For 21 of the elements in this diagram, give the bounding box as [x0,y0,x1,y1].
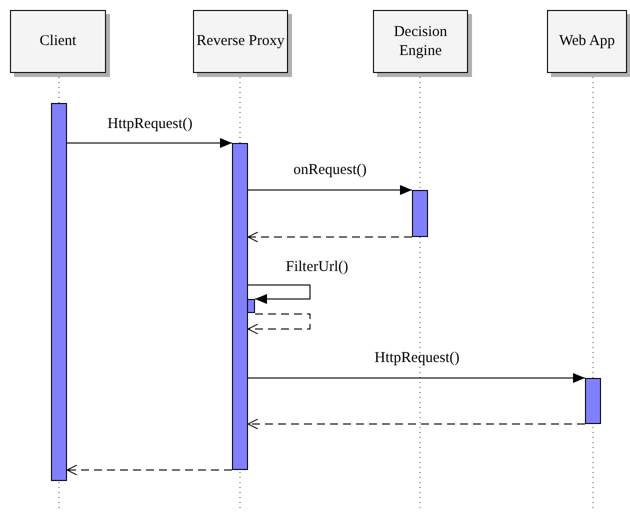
message-arrow [66,138,232,148]
return-arrow [248,418,586,430]
return-arrow [248,314,310,334]
participant-label: Reverse Proxy [196,32,284,51]
participant-label: Decision Engine [392,22,448,60]
message-label: HttpRequest() [374,349,460,367]
message-arrow [248,185,412,195]
message-arrow [248,373,586,383]
activation-bar [232,143,248,470]
activation-bar [412,190,428,237]
participant-label: Client [40,32,76,51]
return-arrow [66,464,232,476]
message-label: onRequest() [293,161,367,179]
participant-label: Web App [559,32,615,51]
activation-bar [247,299,255,313]
message-label: FilterUrl() [286,258,348,276]
activation-bar [585,378,601,424]
message-label: HttpRequest() [108,115,192,133]
message-arrow [248,284,310,304]
return-arrow [248,232,412,242]
activation-bar [51,103,67,481]
